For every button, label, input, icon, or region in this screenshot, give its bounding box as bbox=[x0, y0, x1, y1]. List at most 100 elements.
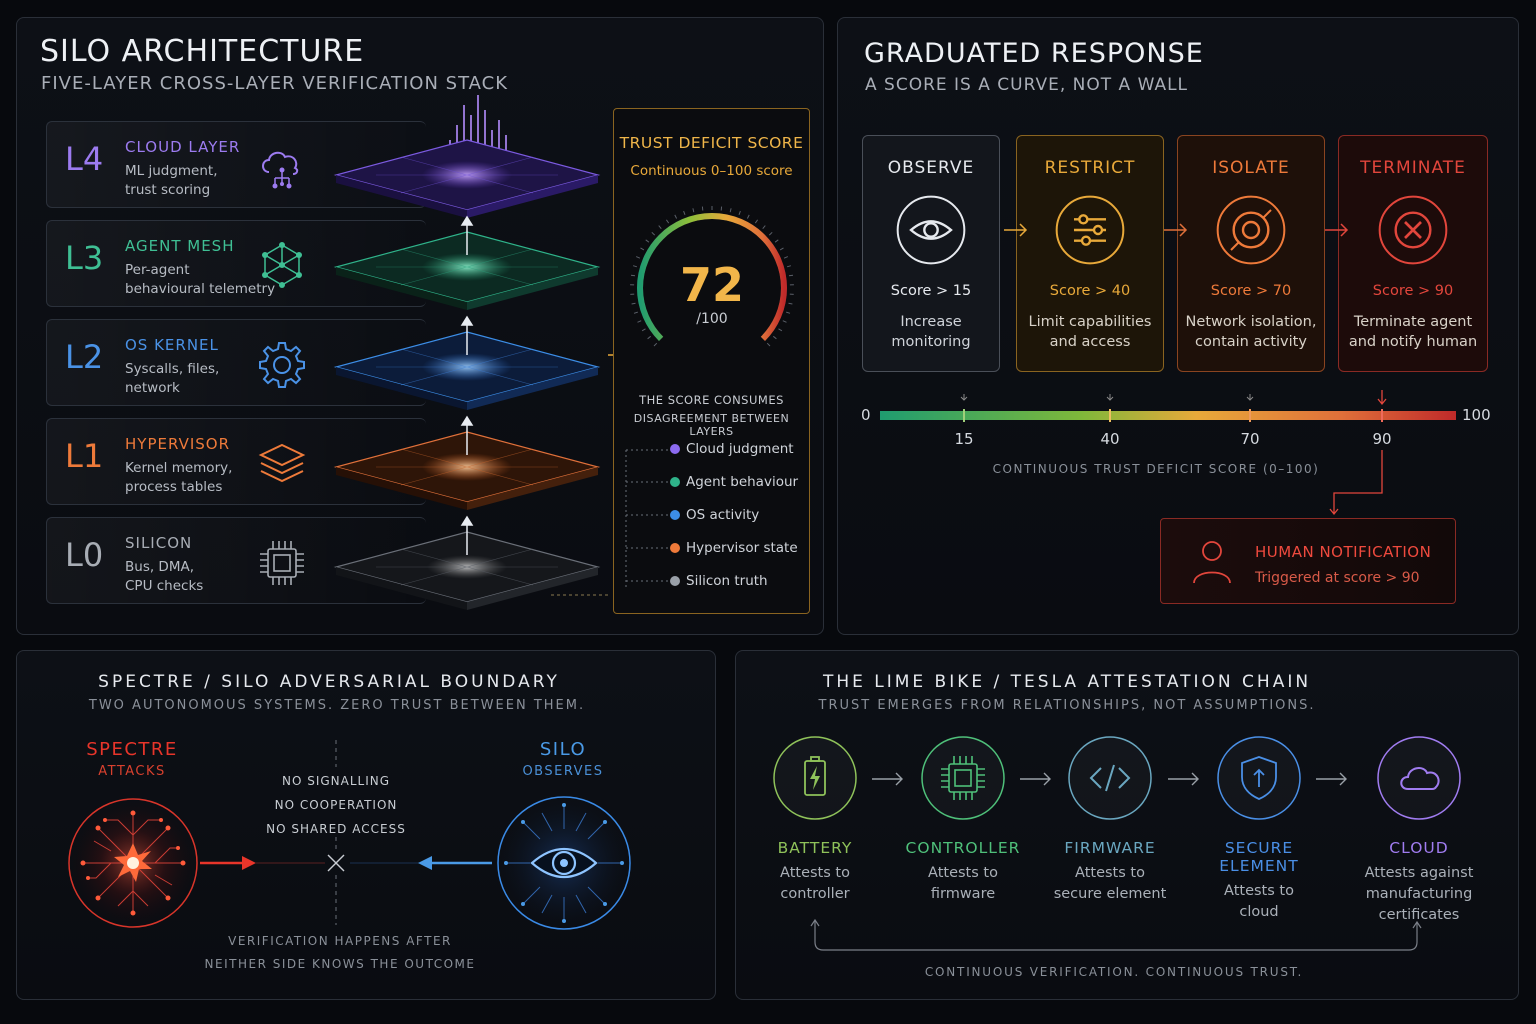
silo-title: SILO ARCHITECTURE bbox=[40, 34, 365, 69]
legend-item: Hypervisor state bbox=[670, 540, 798, 556]
spectre-subtitle: TWO AUTONOMOUS SYSTEMS. ZERO TRUST BETWE… bbox=[88, 698, 586, 713]
legend-label: Silicon truth bbox=[686, 573, 768, 589]
verification-loop-line bbox=[810, 918, 1422, 951]
scale-tick-40: 40 bbox=[1100, 430, 1120, 448]
legend-label: Agent behaviour bbox=[686, 474, 799, 490]
boundary-rule: NO SHARED ACCESS bbox=[266, 822, 406, 836]
silo-role: OBSERVES bbox=[522, 764, 604, 779]
boundary-rule: NO COOPERATION bbox=[274, 798, 398, 812]
chain-subtitle: TRUST EMERGES FROM RELATIONSHIPS, NOT AS… bbox=[818, 698, 1316, 713]
step-title: OBSERVE bbox=[887, 158, 975, 178]
chain-name: SECURE ELEMENT bbox=[1219, 839, 1299, 875]
legend-item: Cloud judgment bbox=[670, 441, 794, 457]
step-title: ISOLATE bbox=[1212, 158, 1290, 178]
score-value: 72 bbox=[679, 258, 744, 312]
legend-label: Cloud judgment bbox=[686, 441, 794, 457]
scale-tick-markers bbox=[963, 409, 1383, 422]
step-terminate: TERMINATE Score > 90 Terminate agent and… bbox=[1338, 135, 1488, 372]
layer-code: L3 bbox=[65, 239, 104, 277]
attestation-chain-panel bbox=[735, 650, 1519, 1000]
plane-l1 bbox=[333, 431, 601, 510]
step-score: Score > 40 bbox=[1049, 283, 1131, 299]
step-desc: Terminate agent and notify human bbox=[1348, 314, 1478, 350]
step-arrows bbox=[1004, 223, 1349, 237]
stack-up-arrows bbox=[460, 215, 474, 555]
silo-name: SILO bbox=[539, 739, 587, 760]
layer-desc: Per-agent behavioural telemetry bbox=[125, 262, 276, 297]
chain-item-firmware: FIRMWARE Attests to secure element bbox=[1035, 735, 1185, 905]
layer-name: AGENT MESH bbox=[125, 237, 235, 255]
plane-l3 bbox=[333, 231, 601, 310]
legend-dot bbox=[670, 543, 680, 553]
legend-connector-lines bbox=[625, 449, 668, 590]
score-gauge bbox=[630, 206, 794, 347]
step-score: Score > 90 bbox=[1372, 283, 1454, 299]
spectre-core-icon bbox=[67, 797, 199, 929]
score-note-1: THE SCORE CONSUMES bbox=[639, 393, 784, 407]
code-icon bbox=[1067, 735, 1153, 821]
scale-min: 0 bbox=[861, 406, 871, 424]
legend-dot bbox=[670, 510, 680, 520]
chain-desc: Attests to cloud bbox=[1224, 883, 1294, 920]
spectre-name: SPECTRE bbox=[86, 739, 178, 760]
step-desc: Increase monitoring bbox=[891, 314, 971, 350]
scale-tick-90: 90 bbox=[1372, 430, 1392, 448]
graduated-subtitle: A SCORE IS A CURVE, NOT A WALL bbox=[865, 75, 1189, 95]
chain-item-cloud: CLOUD Attests against manufacturing cert… bbox=[1344, 735, 1494, 926]
graduated-title: GRADUATED RESPONSE bbox=[864, 38, 1204, 69]
blocked-x-icon bbox=[327, 854, 345, 872]
step-isolate: ISOLATE Score > 70 Network isolation, co… bbox=[1177, 135, 1325, 372]
legend-item: Silicon truth bbox=[670, 573, 768, 589]
eye-icon bbox=[895, 194, 967, 266]
shield-icon bbox=[1216, 735, 1302, 821]
human-notification-desc: Triggered at score > 90 bbox=[1255, 570, 1420, 586]
layer-code: L4 bbox=[65, 140, 104, 178]
chain-desc: Attests to controller bbox=[780, 865, 850, 902]
plane-l2 bbox=[333, 331, 601, 410]
silo-observe-arrow bbox=[350, 856, 492, 870]
layer-code: L2 bbox=[65, 338, 104, 376]
layer-code: L1 bbox=[65, 437, 104, 475]
isolate-icon bbox=[1215, 194, 1287, 266]
plane-l0 bbox=[333, 531, 601, 610]
trust-scale-bar bbox=[880, 390, 1456, 516]
chip-icon bbox=[255, 536, 309, 590]
chain-desc: Attests against manufacturing certificat… bbox=[1364, 865, 1474, 923]
layer-name: SILICON bbox=[125, 534, 193, 552]
chain-desc: Attests to secure element bbox=[1053, 865, 1167, 902]
plane-l4 bbox=[333, 139, 601, 218]
adversarial-diagram bbox=[67, 740, 634, 930]
chain-footer: CONTINUOUS VERIFICATION. CONTINUOUS TRUS… bbox=[924, 965, 1304, 979]
cloud-icon bbox=[1376, 735, 1462, 821]
step-observe: OBSERVE Score > 15 Increase monitoring bbox=[862, 135, 1000, 372]
step-desc: Limit capabilities and access bbox=[1028, 314, 1152, 350]
layer-card-l4: L4 CLOUD LAYER ML judgment, trust scorin… bbox=[46, 121, 426, 208]
chip-icon bbox=[920, 735, 1006, 821]
chain-desc: Attests to firmware bbox=[928, 865, 998, 902]
score-subtitle: Continuous 0–100 score bbox=[630, 163, 793, 179]
layer-desc: ML judgment, trust scoring bbox=[125, 163, 218, 198]
silo-subtitle: FIVE-LAYER CROSS-LAYER VERIFICATION STAC… bbox=[41, 73, 509, 94]
battery-icon bbox=[772, 735, 858, 821]
mesh-network-icon bbox=[255, 239, 309, 293]
legend-dot bbox=[670, 477, 680, 487]
legend-label: OS activity bbox=[686, 507, 760, 523]
layer-desc: Syscalls, files, network bbox=[125, 361, 220, 396]
spectre-footer-1: VERIFICATION HAPPENS AFTER bbox=[228, 934, 452, 948]
spectre-title: SPECTRE / SILO ADVERSARIAL BOUNDARY bbox=[98, 672, 560, 692]
chain-item-secure-element: SECURE ELEMENT Attests to cloud bbox=[1184, 735, 1334, 923]
step-title: RESTRICT bbox=[1044, 158, 1136, 178]
close-circle-icon bbox=[1377, 194, 1449, 266]
score-unit: /100 bbox=[696, 311, 728, 327]
legend-dot bbox=[670, 444, 680, 454]
person-icon bbox=[1193, 541, 1231, 584]
spectre-role: ATTACKS bbox=[98, 764, 166, 779]
step-restrict: RESTRICT Score > 40 Limit capabilities a… bbox=[1016, 135, 1164, 372]
step-desc: Network isolation, contain activity bbox=[1185, 314, 1317, 350]
chain-name: CLOUD bbox=[1389, 839, 1449, 857]
step-title: TERMINATE bbox=[1360, 158, 1466, 178]
scale-caption: CONTINUOUS TRUST DEFICIT SCORE (0–100) bbox=[992, 462, 1320, 476]
human-notification-title: HUMAN NOTIFICATION bbox=[1255, 543, 1432, 561]
spectre-footer-2: NEITHER SIDE KNOWS THE OUTCOME bbox=[204, 957, 476, 971]
scale-max: 100 bbox=[1462, 406, 1491, 424]
